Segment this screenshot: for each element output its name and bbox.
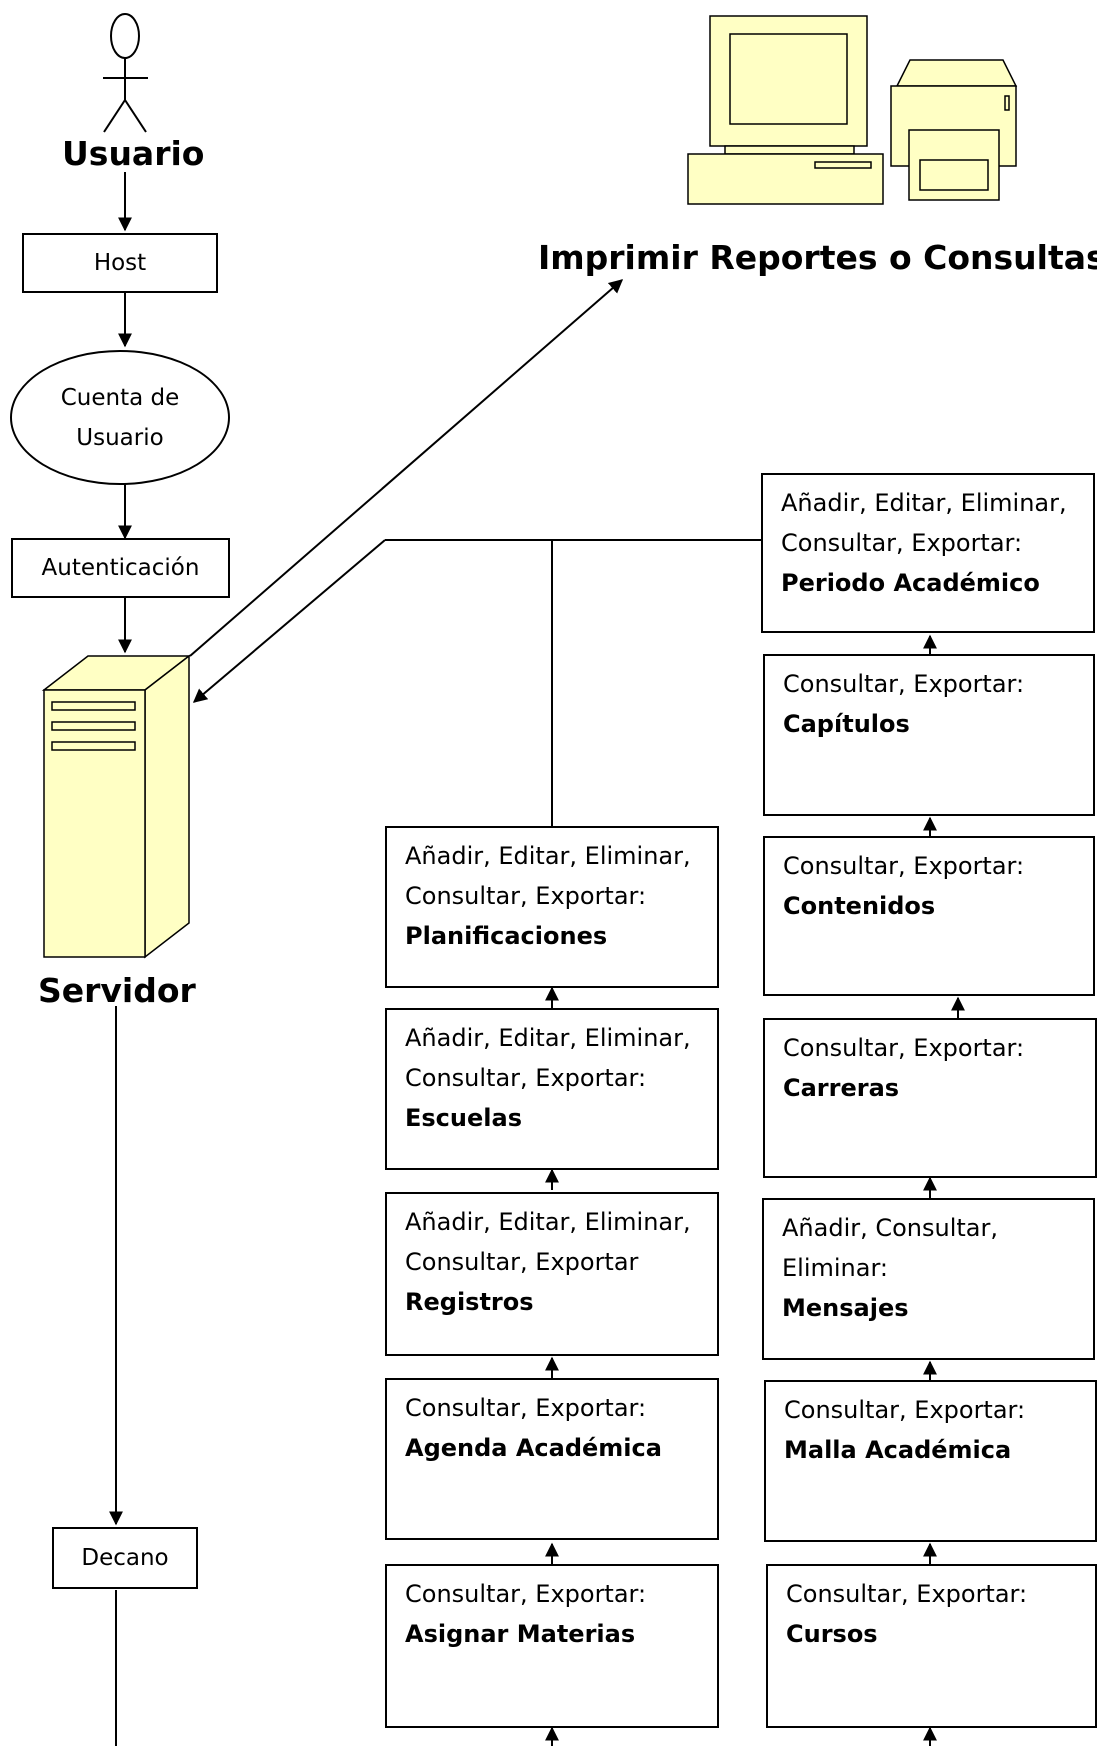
account-line2: Usuario [76, 424, 164, 451]
module-line: Añadir, Editar, Eliminar, [405, 1024, 691, 1052]
module-agenda-academica: Consultar, Exportar: Agenda Académica [385, 1378, 719, 1540]
module-line: Consultar, Exportar: [784, 1396, 1026, 1424]
module-line: Consultar, Exportar [405, 1248, 639, 1276]
module-line: Añadir, Editar, Eliminar, [781, 489, 1067, 517]
auth-label: Autenticación [41, 555, 200, 581]
module-title: Malla Académica [784, 1436, 1012, 1464]
module-line: Eliminar: [782, 1254, 888, 1282]
module-capitulos: Consultar, Exportar: Capítulos [763, 654, 1095, 816]
printer-icon [890, 59, 1018, 201]
module-contenidos: Consultar, Exportar: Contenidos [763, 836, 1095, 996]
module-title: Carreras [783, 1074, 900, 1102]
module-title: Asignar Materias [405, 1620, 636, 1648]
module-line: Consultar, Exportar: [405, 882, 647, 910]
computer-icon [687, 15, 884, 205]
decano-label: Decano [81, 1545, 169, 1571]
host-box: Host [22, 233, 218, 293]
arrow-server-to-printer [189, 279, 624, 657]
right-column-arrows [923, 634, 965, 1746]
module-line: Añadir, Consultar, [782, 1214, 999, 1242]
module-line: Añadir, Editar, Eliminar, [405, 842, 691, 870]
module-title: Registros [405, 1288, 534, 1316]
module-malla-academica: Consultar, Exportar: Malla Académica [764, 1380, 1097, 1542]
module-periodo-academico: Añadir, Editar, Eliminar, Consultar, Exp… [761, 473, 1095, 633]
module-line: Consultar, Exportar: [786, 1580, 1028, 1608]
actor-label: Usuario [62, 134, 205, 173]
module-title: Planificaciones [405, 922, 608, 950]
module-line: Consultar, Exportar: [405, 1064, 647, 1092]
account-ellipse: Cuenta de Usuario [10, 350, 230, 485]
module-title: Capítulos [783, 710, 910, 738]
printer-label: Imprimir Reportes o Consultas [538, 238, 1097, 277]
decano-box: Decano [52, 1527, 198, 1589]
module-line: Consultar, Exportar: [781, 529, 1023, 557]
module-line: Consultar, Exportar: [405, 1580, 647, 1608]
module-title: Escuelas [405, 1104, 522, 1132]
module-registros: Añadir, Editar, Eliminar, Consultar, Exp… [385, 1192, 719, 1356]
module-title: Contenidos [783, 892, 936, 920]
module-line: Consultar, Exportar: [783, 1034, 1025, 1062]
module-mensajes: Añadir, Consultar, Eliminar: Mensajes [762, 1198, 1095, 1360]
module-planificaciones: Añadir, Editar, Eliminar, Consultar, Exp… [385, 826, 719, 988]
module-title: Periodo Académico [781, 569, 1040, 597]
module-connector [385, 539, 761, 826]
server-tower-icon [41, 654, 192, 959]
module-carreras: Consultar, Exportar: Carreras [763, 1018, 1097, 1178]
actor-stick-figure-icon [103, 13, 148, 133]
module-cursos: Consultar, Exportar: Cursos [766, 1564, 1097, 1728]
arrow-modules-to-server [192, 539, 386, 703]
module-asignar-materias: Consultar, Exportar: Asignar Materias [385, 1564, 719, 1728]
module-title: Agenda Académica [405, 1434, 662, 1462]
host-label: Host [93, 250, 147, 276]
account-line1: Cuenta de [60, 384, 180, 411]
module-escuelas: Añadir, Editar, Eliminar, Consultar, Exp… [385, 1008, 719, 1170]
module-line: Consultar, Exportar: [783, 670, 1025, 698]
module-title: Cursos [786, 1620, 878, 1648]
module-line: Consultar, Exportar: [783, 852, 1025, 880]
module-title: Mensajes [782, 1294, 909, 1322]
auth-box: Autenticación [11, 538, 230, 598]
module-line: Consultar, Exportar: [405, 1394, 647, 1422]
module-line: Añadir, Editar, Eliminar, [405, 1208, 691, 1236]
server-label: Servidor [38, 971, 196, 1010]
